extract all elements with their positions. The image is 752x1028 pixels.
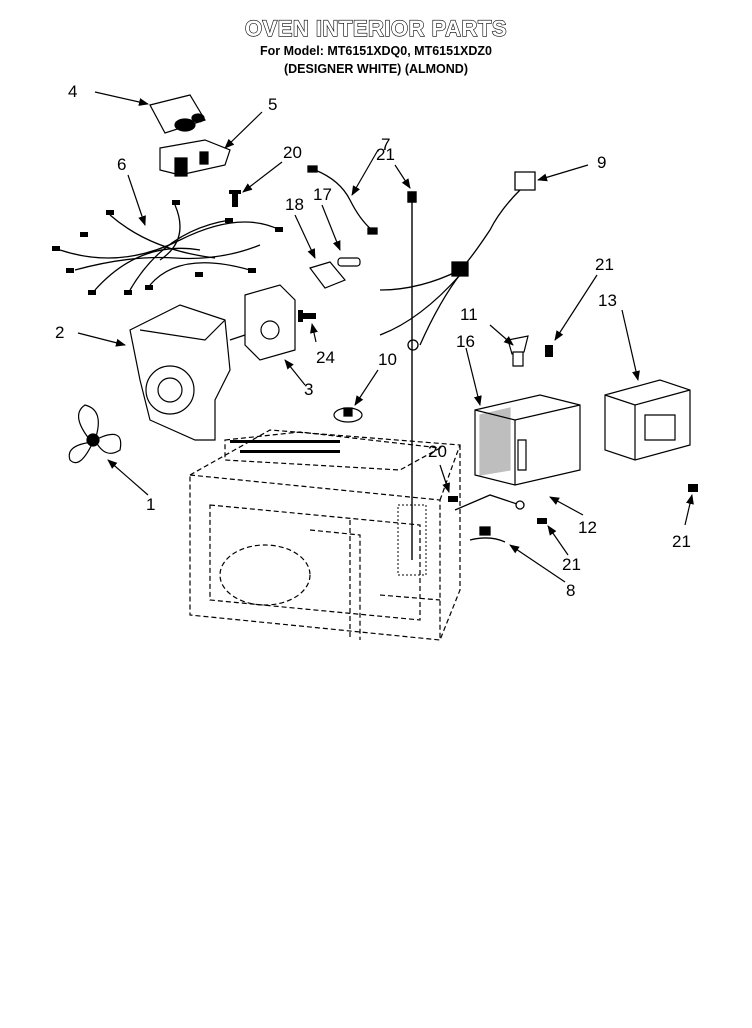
fuse-part xyxy=(338,258,360,266)
wire-lead-part xyxy=(308,166,377,234)
transformer-part xyxy=(605,380,690,460)
callout-10: 10 xyxy=(378,350,397,369)
callout-9: 9 xyxy=(597,153,606,172)
callout-18: 18 xyxy=(285,195,304,214)
callout-7: 7 xyxy=(381,135,390,154)
model-line: For Model: MT6151XDQ0, MT6151XDZ0 xyxy=(259,44,492,58)
callout-20-lower: 20 xyxy=(428,442,447,461)
capacitor-bracket-part xyxy=(160,140,230,176)
callout-12: 12 xyxy=(578,518,597,537)
oven-cavity xyxy=(190,430,460,640)
page-title: OVEN INTERIOR PARTS xyxy=(244,15,508,41)
callout-21-right: 21 xyxy=(595,255,614,274)
callout-16: 16 xyxy=(456,332,475,351)
callout-21-lower: 21 xyxy=(562,555,581,574)
callout-11: 11 xyxy=(460,305,478,324)
diode-part xyxy=(508,336,528,366)
callout-labels: 4 5 6 20 7 21 9 17 18 2 24 3 10 11 16 21… xyxy=(55,82,691,600)
callout-17: 17 xyxy=(313,185,332,204)
variant-line: (DESIGNER WHITE) (ALMOND) xyxy=(283,62,468,76)
capacitor-part xyxy=(150,95,205,133)
lead-wire-part xyxy=(455,495,524,542)
motor-part xyxy=(230,285,295,360)
rod-part xyxy=(408,192,416,560)
callout-13: 13 xyxy=(598,291,617,310)
callout-3: 3 xyxy=(304,380,313,399)
leader-lines xyxy=(78,92,694,582)
callout-20-upper: 20 xyxy=(283,143,302,162)
callout-6: 6 xyxy=(117,155,126,174)
fan-blade-part xyxy=(69,405,120,463)
screw-parts xyxy=(448,345,698,524)
callout-4: 4 xyxy=(68,82,77,101)
hv-board-part xyxy=(475,395,580,485)
screw-part-upper xyxy=(229,190,241,207)
callout-21-top: 21 xyxy=(376,145,395,164)
callout-24: 24 xyxy=(316,348,335,367)
callout-21-far-right: 21 xyxy=(672,532,691,551)
screw-part-24 xyxy=(298,310,316,322)
callout-5: 5 xyxy=(268,95,277,114)
stirrer-part xyxy=(334,408,362,422)
callout-2: 2 xyxy=(55,323,64,342)
wiring-harness-part xyxy=(60,205,280,290)
harness-terminals xyxy=(52,200,283,295)
power-cord-part xyxy=(380,172,535,350)
cavity-vent-holes xyxy=(230,440,426,575)
callout-8: 8 xyxy=(566,581,575,600)
callout-1: 1 xyxy=(146,495,155,514)
fan-bracket-part xyxy=(130,305,230,440)
fuse-holder-part xyxy=(310,262,345,288)
